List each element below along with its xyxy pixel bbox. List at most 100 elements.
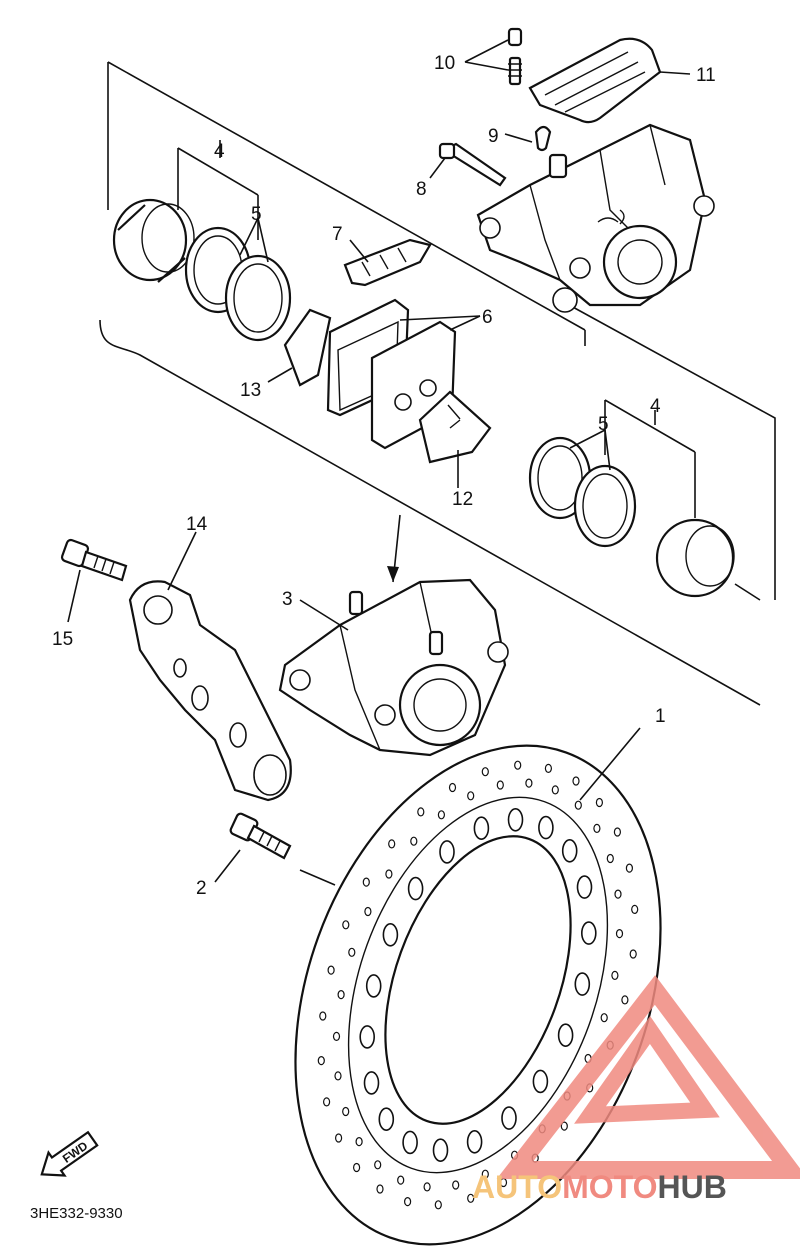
disc-drilled-hole bbox=[362, 877, 370, 887]
part-7-pad-spring bbox=[343, 238, 432, 287]
callout-11: 11 bbox=[696, 65, 716, 86]
callout-6: 6 bbox=[482, 307, 493, 328]
watermark-text: AUTOMOTOHUB bbox=[472, 1169, 727, 1205]
callout-2: 2 bbox=[196, 878, 207, 899]
disc-drilled-hole bbox=[614, 889, 622, 899]
part-9-clip bbox=[534, 125, 552, 152]
disc-lightening-hole bbox=[574, 972, 591, 996]
disc-drilled-hole bbox=[355, 1136, 363, 1147]
disc-drilled-hole bbox=[374, 1160, 382, 1170]
disc-drilled-hole bbox=[323, 1097, 331, 1107]
part-4-piston-lower bbox=[655, 518, 735, 598]
disc-drilled-hole bbox=[342, 920, 350, 930]
disc-lightening-hole bbox=[365, 974, 382, 998]
disc-drilled-hole bbox=[467, 791, 475, 801]
disc-drilled-hole bbox=[615, 928, 624, 939]
disc-drilled-hole bbox=[452, 1180, 460, 1190]
disc-drilled-hole bbox=[317, 1055, 325, 1066]
disc-lightening-hole bbox=[439, 840, 455, 864]
watermark-word-auto: AUTO bbox=[472, 1169, 562, 1205]
disc-drilled-hole bbox=[423, 1182, 431, 1192]
disc-lightening-hole bbox=[576, 875, 593, 899]
part-11-caliper-cover bbox=[528, 37, 662, 124]
part-10-bleed-screw bbox=[507, 27, 523, 86]
disc-drilled-hole bbox=[572, 776, 580, 786]
disc-drilled-hole bbox=[404, 1196, 412, 1207]
disc-drilled-hole bbox=[448, 782, 457, 793]
callout-9: 9 bbox=[488, 126, 499, 147]
disc-lightening-hole bbox=[532, 1069, 549, 1094]
disc-drilled-hole bbox=[334, 1071, 342, 1081]
watermark-word-hub: HUB bbox=[657, 1169, 726, 1205]
disc-drilled-hole bbox=[600, 1013, 608, 1023]
disc-drilled-hole bbox=[410, 836, 418, 846]
callout-15: 15 bbox=[52, 629, 73, 650]
disc-lightening-hole bbox=[407, 876, 424, 901]
disc-drilled-hole bbox=[544, 763, 553, 774]
callout-7: 7 bbox=[332, 224, 343, 245]
callout-3: 3 bbox=[282, 589, 293, 610]
part-15-bolt bbox=[60, 538, 128, 582]
disc-drilled-hole bbox=[625, 863, 634, 873]
disc-drilled-hole bbox=[574, 800, 582, 810]
disc-drilled-hole bbox=[364, 906, 372, 917]
part-3-caliper bbox=[278, 578, 509, 757]
disc-lightening-hole bbox=[561, 838, 578, 863]
disc-drilled-hole bbox=[434, 1200, 442, 1210]
disc-lightening-hole bbox=[501, 1106, 517, 1130]
fwd-arrow: FWD bbox=[40, 1130, 99, 1177]
disc-drilled-hole bbox=[595, 797, 604, 808]
disc-drilled-hole bbox=[437, 810, 445, 820]
disc-lightening-hole bbox=[382, 922, 399, 947]
disc-drilled-hole bbox=[348, 947, 356, 957]
disc-drilled-hole bbox=[593, 823, 601, 834]
upper-caliper-assembly bbox=[476, 123, 715, 313]
part-13-shim bbox=[283, 308, 332, 387]
disc-drilled-hole bbox=[417, 807, 425, 817]
disc-lightening-hole bbox=[507, 807, 524, 832]
disc-lightening-hole bbox=[363, 1071, 380, 1095]
part-4-piston-upper bbox=[112, 198, 195, 283]
disc-lightening-hole bbox=[359, 1025, 376, 1049]
disc-drilled-hole bbox=[353, 1162, 361, 1173]
disc-lightening-hole bbox=[402, 1130, 418, 1155]
disc-lightening-hole bbox=[432, 1138, 449, 1162]
watermark-logo bbox=[496, 975, 800, 1179]
part-12-shim bbox=[418, 390, 492, 464]
disc-lightening-holes bbox=[359, 807, 597, 1162]
disc-lightening-hole bbox=[580, 921, 597, 945]
callout-4-upper: 4 bbox=[214, 141, 225, 162]
disc-drilled-hole bbox=[388, 839, 396, 849]
explosion-boundary-lines bbox=[99, 61, 776, 706]
disc-lightening-hole bbox=[378, 1107, 395, 1131]
disc-drilled-hole bbox=[376, 1184, 384, 1194]
disc-drilled-hole bbox=[481, 767, 489, 777]
disc-drilled-hole bbox=[319, 1011, 327, 1021]
part-8-pad-pin bbox=[438, 142, 507, 187]
disc-drilled-hole bbox=[496, 780, 504, 790]
disc-drilled-hole bbox=[606, 853, 614, 864]
part-5-seals-lower bbox=[528, 436, 637, 548]
disc-drilled-hole bbox=[514, 760, 522, 770]
callout-5-upper: 5 bbox=[251, 204, 262, 225]
callout-4-lower: 4 bbox=[650, 396, 661, 417]
part-1-brake-disc bbox=[294, 744, 662, 1246]
disc-drilled-hole bbox=[631, 904, 639, 915]
disc-drilled-hole bbox=[467, 1193, 475, 1203]
callout-5-lower: 5 bbox=[598, 414, 609, 435]
callout-14: 14 bbox=[186, 514, 208, 535]
part-5-seals-upper bbox=[184, 226, 292, 342]
disc-drilled-hole bbox=[332, 1031, 341, 1042]
disc-drilled-hole bbox=[385, 869, 393, 879]
part-code: 3HE332-9330 bbox=[30, 1205, 123, 1222]
callout-13: 13 bbox=[240, 380, 261, 401]
disc-drilled-hole bbox=[337, 989, 345, 1000]
part-14-caliper-bracket bbox=[128, 580, 292, 802]
callout-10: 10 bbox=[434, 53, 455, 74]
callout-8: 8 bbox=[416, 179, 427, 200]
disc-drilled-hole bbox=[481, 1169, 489, 1179]
callout-labels: 1 2 3 4 4 5 5 6 7 8 9 10 11 12 13 14 15 bbox=[52, 53, 716, 899]
disc-drilled-hole bbox=[551, 785, 559, 795]
callout-1: 1 bbox=[655, 706, 666, 727]
disc-drilled-hole bbox=[611, 970, 619, 981]
